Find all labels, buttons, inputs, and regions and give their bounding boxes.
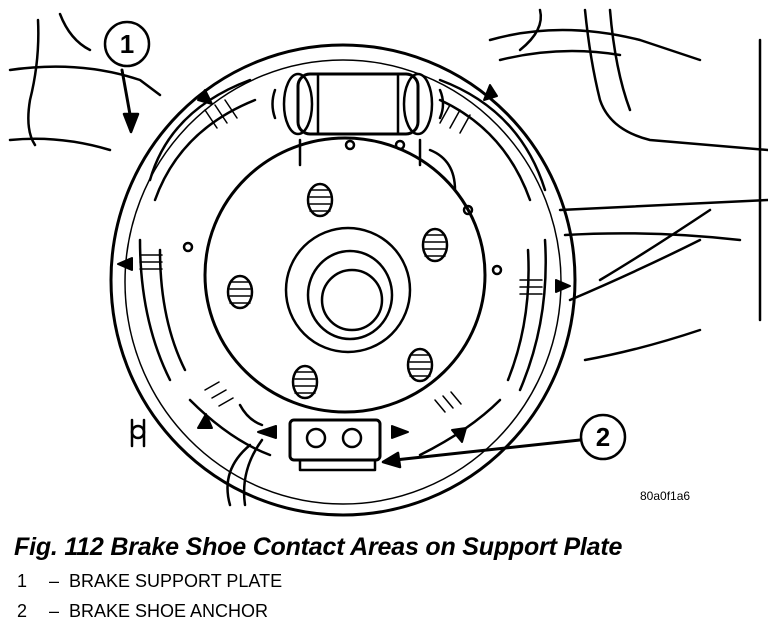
brake-support-plate xyxy=(109,43,577,517)
wheel-studs xyxy=(226,182,449,400)
legend-number: 1 xyxy=(17,571,28,591)
wheel-stud xyxy=(406,347,434,383)
wheel-stud xyxy=(226,274,254,310)
legend-label: BRAKE SUPPORT PLATE xyxy=(69,571,283,591)
callout-2 xyxy=(381,413,627,469)
figure-code: 80a0f1a6 xyxy=(640,489,690,503)
legend-item: 2–BRAKE SHOE ANCHOR xyxy=(17,601,268,622)
wheel-stud xyxy=(291,364,319,400)
axle-flange xyxy=(203,136,487,414)
brake-diagram: 1 2 80a0f1a6 xyxy=(8,8,768,517)
callout-1-label: 1 xyxy=(120,29,134,59)
wheel-stud xyxy=(306,182,334,218)
contact-area-arrows xyxy=(117,84,571,443)
chassis-background xyxy=(8,8,768,362)
callout-2-label: 2 xyxy=(596,422,610,452)
wheel-cylinder xyxy=(271,72,457,192)
callout-1 xyxy=(103,20,151,134)
legend-label: BRAKE SHOE ANCHOR xyxy=(69,601,269,621)
wheel-stud xyxy=(421,227,449,263)
legend-dash: – xyxy=(48,601,59,621)
brake-shoe-anchor xyxy=(226,403,382,507)
figure-caption: Fig. 112 Brake Shoe Contact Areas on Sup… xyxy=(14,533,623,561)
legend-number: 2 xyxy=(17,601,28,621)
legend-item: 1–BRAKE SUPPORT PLATE xyxy=(17,571,282,592)
legend-dash: – xyxy=(48,571,59,591)
